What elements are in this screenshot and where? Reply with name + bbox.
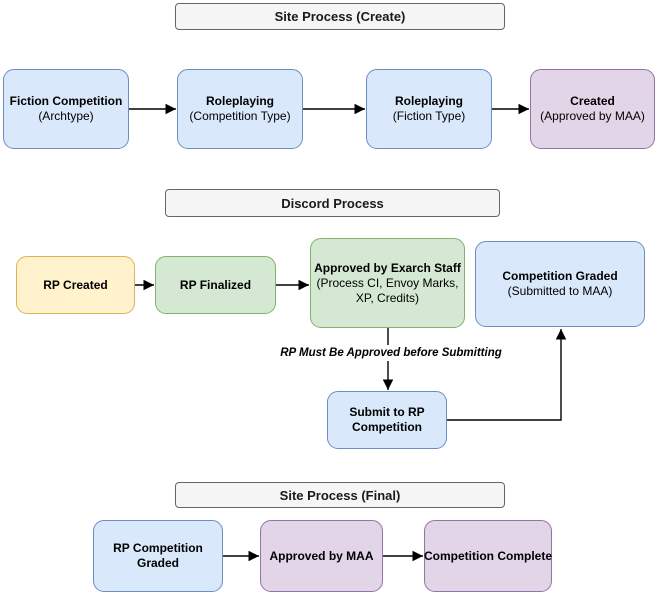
node-subtitle: (Approved by MAA) <box>540 109 645 123</box>
node-title: Approved by MAA <box>269 548 374 563</box>
node-title: Created <box>570 94 615 108</box>
node-title: Submit to RP Competition <box>349 405 425 434</box>
node-title: Competition Complete <box>424 548 552 563</box>
node-approved-by-maa: Approved by MAA <box>260 520 383 592</box>
node-title: Fiction Competition <box>9 94 123 108</box>
node-subtitle: (Archtype) <box>38 109 94 123</box>
node-subtitle: (Process CI, Envoy Marks, XP, Credits) <box>316 275 459 305</box>
node-fiction-competition: Fiction Competition (Archtype) <box>3 69 129 149</box>
node-subtitle: (Competition Type) <box>189 109 291 123</box>
edge-note-approval-required: RP Must Be Approved before Submitting <box>269 345 513 361</box>
node-submit-to-rp-competition: Submit to RP Competition <box>327 391 447 449</box>
node-approved-by-exarch-staff: Approved by Exarch Staff (Process CI, En… <box>310 238 465 328</box>
node-subtitle: (Submitted to MAA) <box>507 284 613 298</box>
node-subtitle: (Fiction Type) <box>392 109 466 123</box>
node-title: Roleplaying <box>205 94 274 108</box>
node-title: Approved by Exarch Staff <box>314 260 461 275</box>
node-competition-complete: Competition Complete <box>424 520 552 592</box>
node-title: Competition Graded <box>502 269 618 283</box>
arrow-submit-to-competition-graded <box>447 329 567 421</box>
node-roleplaying-competition-type: Roleplaying (Competition Type) <box>177 69 303 149</box>
node-created: Created (Approved by MAA) <box>530 69 655 149</box>
node-title: RP Created <box>43 277 108 292</box>
node-competition-graded: Competition Graded (Submitted to MAA) <box>475 241 645 327</box>
section-header-discord-process: Discord Process <box>165 189 500 217</box>
section-header-site-process-create: Site Process (Create) <box>175 3 505 30</box>
section-header-site-process-final: Site Process (Final) <box>175 482 505 508</box>
node-rp-created: RP Created <box>16 256 135 314</box>
node-roleplaying-fiction-type: Roleplaying (Fiction Type) <box>366 69 492 149</box>
node-title: Roleplaying <box>394 94 463 108</box>
node-rp-finalized: RP Finalized <box>155 256 276 314</box>
node-title: RP Finalized <box>179 277 252 292</box>
node-rp-competition-graded: RP Competition Graded <box>93 520 223 592</box>
node-title: RP Competition Graded <box>113 541 203 570</box>
